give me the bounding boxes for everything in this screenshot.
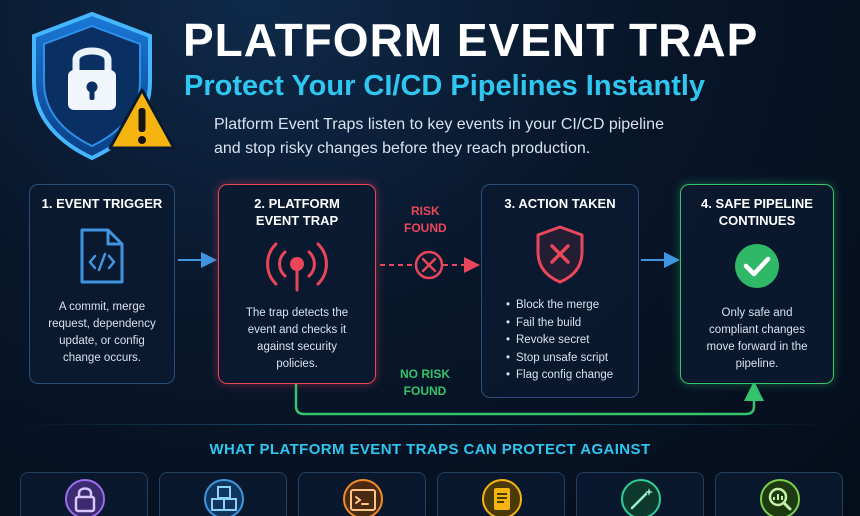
risk-label-line: RISK bbox=[411, 204, 440, 218]
desc-line: pipeline. bbox=[735, 358, 779, 370]
list-item: Fail the build bbox=[506, 315, 614, 333]
section-divider bbox=[20, 424, 840, 425]
protection-card-terminal bbox=[298, 472, 426, 516]
desc-line: update, or config bbox=[59, 335, 145, 347]
risk-found-label: RISK FOUND bbox=[404, 203, 447, 237]
step-title-line: 4. SAFE PIPELINE bbox=[701, 196, 813, 211]
step-title: 2. PLATFORM EVENT TRAP bbox=[227, 195, 367, 229]
protection-card-document bbox=[437, 472, 565, 516]
list-item: Stop unsafe script bbox=[506, 350, 614, 368]
step-title-line: 1. EVENT TRIGGER bbox=[41, 196, 163, 211]
intro-line: and stop risky changes before they reach… bbox=[214, 140, 591, 157]
protection-card-lock bbox=[20, 472, 148, 516]
desc-line: Only safe and bbox=[721, 307, 793, 319]
step-card-platform-event-trap: 2. PLATFORM EVENT TRAP The trap detects … bbox=[218, 184, 376, 384]
check-circle-icon bbox=[689, 233, 825, 299]
step-title-line: EVENT TRAP bbox=[255, 213, 339, 228]
no-risk-label-line: FOUND bbox=[403, 384, 447, 398]
no-risk-found-label: NO RISK FOUND bbox=[400, 366, 450, 400]
protection-card-search-chart bbox=[715, 472, 843, 516]
risk-label-line: FOUND bbox=[404, 221, 447, 235]
desc-line: against security bbox=[257, 341, 337, 353]
code-file-icon bbox=[38, 223, 166, 289]
broadcast-signal-icon bbox=[227, 233, 367, 299]
list-item: Block the merge bbox=[506, 297, 614, 315]
desc-line: move forward in the bbox=[706, 341, 808, 353]
desc-line: policies. bbox=[276, 358, 318, 370]
step-description: Only safe and compliant changes move for… bbox=[689, 305, 825, 373]
step-card-action-taken: 3. ACTION TAKEN Block the merge Fail the… bbox=[481, 184, 639, 398]
page-title: PLATFORM EVENT TRAP bbox=[183, 14, 759, 66]
terminal-icon bbox=[343, 479, 383, 516]
step-description: The trap detects the event and checks it… bbox=[227, 305, 367, 373]
desc-line: request, dependency bbox=[48, 318, 156, 330]
magic-wand-icon bbox=[621, 479, 661, 516]
protection-card-cubes bbox=[159, 472, 287, 516]
step-title-line: 2. PLATFORM bbox=[254, 196, 340, 211]
desc-line: compliant changes bbox=[709, 324, 805, 336]
step-title: 1. EVENT TRIGGER bbox=[38, 195, 166, 229]
desc-line: change occurs. bbox=[63, 352, 141, 364]
step-description: A commit, merge request, dependency upda… bbox=[38, 299, 166, 367]
list-item: Revoke secret bbox=[506, 332, 614, 350]
step-card-safe-pipeline: 4. SAFE PIPELINE CONTINUES Only safe and… bbox=[680, 184, 834, 384]
step-title: 3. ACTION TAKEN bbox=[490, 195, 630, 229]
protection-card-magic-wand bbox=[576, 472, 704, 516]
action-list: Block the merge Fail the build Revoke se… bbox=[506, 297, 614, 385]
cubes-icon bbox=[204, 479, 244, 516]
step-title-line: CONTINUES bbox=[718, 213, 796, 228]
no-risk-label-line: NO RISK bbox=[400, 367, 451, 381]
document-icon bbox=[482, 479, 522, 516]
section-title: WHAT PLATFORM EVENT TRAPS CAN PROTECT AG… bbox=[209, 441, 651, 458]
search-chart-icon bbox=[760, 479, 800, 516]
desc-line: The trap detects the bbox=[245, 307, 349, 319]
lock-icon bbox=[65, 479, 105, 516]
page-subtitle: Protect Your CI/CD Pipelines Instantly bbox=[184, 70, 706, 102]
shield-x-icon bbox=[490, 221, 630, 287]
step-title-line: 3. ACTION TAKEN bbox=[504, 196, 616, 211]
intro-text: Platform Event Traps listen to key event… bbox=[214, 113, 774, 161]
list-item: Flag config change bbox=[506, 367, 614, 385]
desc-line: event and checks it bbox=[247, 324, 347, 336]
risk-x-icon bbox=[414, 250, 444, 280]
desc-line: A commit, merge bbox=[58, 301, 146, 313]
step-card-event-trigger: 1. EVENT TRIGGER A commit, merge request… bbox=[29, 184, 175, 384]
step-title: 4. SAFE PIPELINE CONTINUES bbox=[689, 195, 825, 229]
shield-lock-warning-icon bbox=[22, 8, 182, 168]
intro-line: Platform Event Traps listen to key event… bbox=[214, 116, 664, 133]
